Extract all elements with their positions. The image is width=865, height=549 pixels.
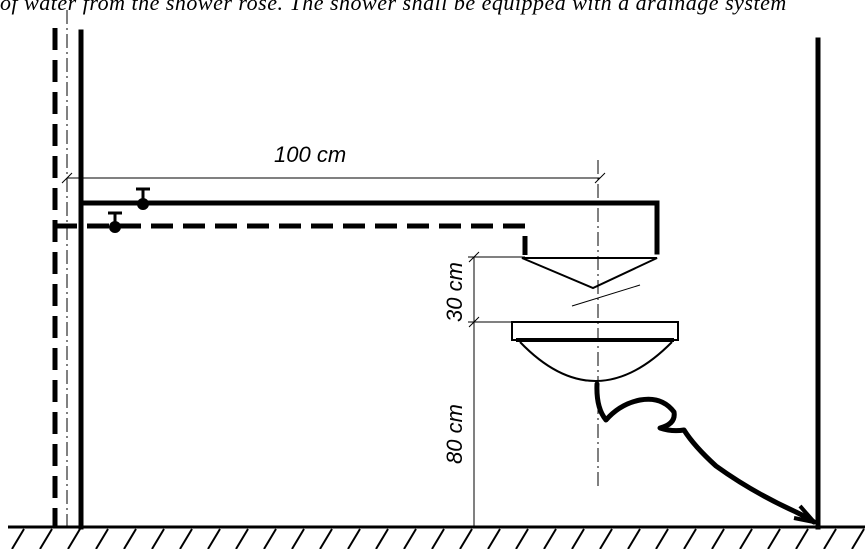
drain-hose xyxy=(594,381,817,525)
valve-lower xyxy=(108,211,122,233)
dimension-horizontal: 100 cm xyxy=(61,142,606,184)
cropped-header-text: of water from the shower rose. The showe… xyxy=(0,0,787,15)
shower-head-deflector xyxy=(571,284,641,307)
dimension-label-100: 100 cm xyxy=(274,142,346,167)
dimension-label-80: 80 cm xyxy=(442,404,467,464)
drain-arrowhead xyxy=(793,504,816,524)
supply-pipe-solid xyxy=(78,200,660,255)
dimension-vertical-lower: 80 cm xyxy=(442,322,475,527)
dimension-label-30: 30 cm xyxy=(442,262,467,322)
dimension-vertical-upper: 30 cm xyxy=(442,251,525,328)
supply-pipe-dashed xyxy=(55,223,528,255)
valve-upper xyxy=(136,187,150,210)
floor xyxy=(8,525,865,549)
basin xyxy=(511,321,679,382)
shower-head xyxy=(521,257,658,290)
floor-hatching xyxy=(11,528,865,549)
